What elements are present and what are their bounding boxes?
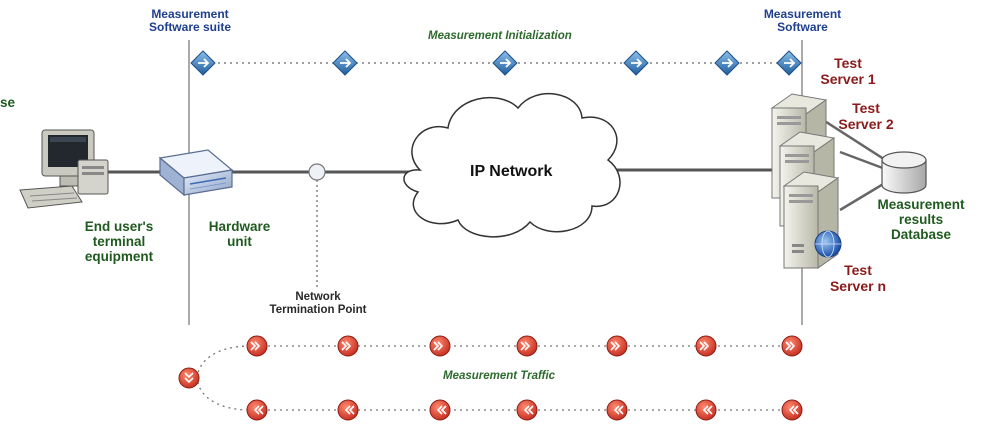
blue-diamond-arrow-icon xyxy=(190,50,216,76)
red-circle-down-arrow-icon xyxy=(178,367,200,389)
hardware-unit-label: Hardware unit xyxy=(208,219,271,250)
blue-diamond-arrow-icon xyxy=(492,50,518,76)
red-circle-double-arrow-icon xyxy=(429,335,451,357)
server2-db-line xyxy=(839,150,889,172)
left-partial-label: se xyxy=(0,95,16,110)
measurement-initialization-label: Measurement Initialization xyxy=(428,30,572,42)
results-database-label: Measurement results Database xyxy=(877,197,965,243)
globe-icon xyxy=(814,230,842,258)
red-circle-double-arrow-icon xyxy=(695,399,717,421)
red-circle-double-arrow-icon xyxy=(781,335,803,357)
ntp-label: Network Termination Point xyxy=(269,291,367,316)
blue-diamond-arrow-icon xyxy=(776,50,802,76)
ip-network-label: IP Network xyxy=(470,163,553,180)
test-server-n-icon xyxy=(782,171,840,269)
end-user-label: End user's terminal equipment xyxy=(84,219,154,265)
measurement-software-label: Measurement Software xyxy=(763,7,842,35)
database-icon xyxy=(881,151,927,194)
blue-diamond-arrow-icon xyxy=(623,50,649,76)
measurement-traffic-label: Measurement Traffic xyxy=(443,370,556,382)
red-circle-double-arrow-icon xyxy=(246,399,268,421)
red-circle-double-arrow-icon xyxy=(695,335,717,357)
blue-diamond-arrow-icon xyxy=(714,50,740,76)
red-circle-double-arrow-icon xyxy=(606,335,628,357)
computer-icon xyxy=(19,129,109,209)
red-circle-double-arrow-icon xyxy=(781,399,803,421)
ip-network-cloud-icon xyxy=(403,93,621,238)
red-circle-double-arrow-icon xyxy=(337,399,359,421)
server1-db-line xyxy=(819,116,891,165)
red-circle-double-arrow-icon xyxy=(516,399,538,421)
test-server-n-label: Test Server n xyxy=(829,262,887,294)
traffic-markers xyxy=(178,335,803,421)
measurement-suite-label: Measurement Software suite xyxy=(148,7,232,35)
red-circle-double-arrow-icon xyxy=(246,335,268,357)
test-server-1-label: Test Server 1 xyxy=(820,55,876,87)
red-circle-double-arrow-icon xyxy=(516,335,538,357)
red-circle-double-arrow-icon xyxy=(606,399,628,421)
init-markers xyxy=(190,50,802,76)
red-circle-double-arrow-icon xyxy=(429,399,451,421)
ntp-node-icon xyxy=(308,163,326,181)
blue-diamond-arrow-icon xyxy=(332,50,358,76)
hardware-unit-icon xyxy=(158,149,234,197)
test-server-2-label: Test Server 2 xyxy=(838,100,894,132)
red-circle-double-arrow-icon xyxy=(337,335,359,357)
